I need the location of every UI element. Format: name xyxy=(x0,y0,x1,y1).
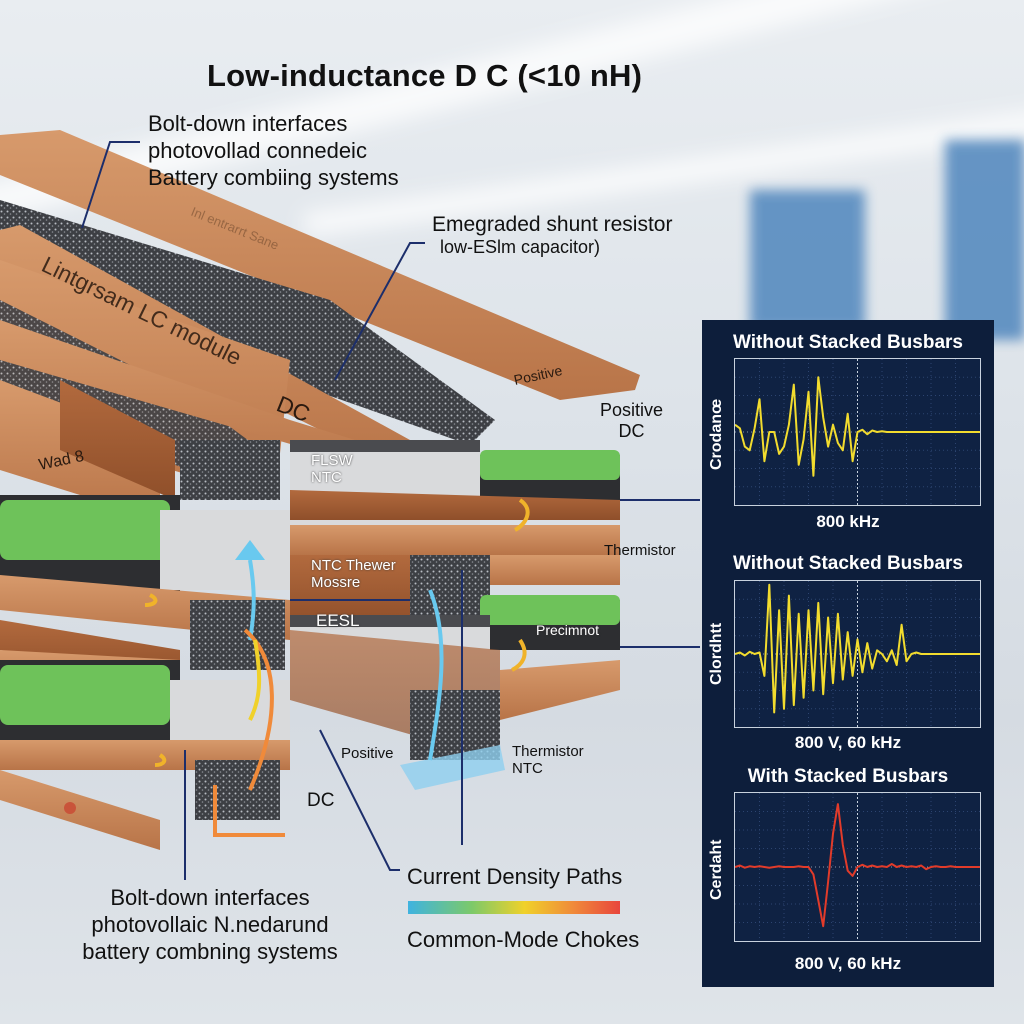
callout-bolt-down-top: Bolt-down interfaces photovollad connede… xyxy=(148,110,399,191)
callout-line: Thermistor xyxy=(512,743,584,760)
waveform-trace xyxy=(735,803,980,928)
callout-line: DC xyxy=(618,421,645,441)
callout-line: Emegraded shunt resistor xyxy=(432,213,673,236)
callout-dc-lower: DC xyxy=(307,790,335,811)
scope-plot xyxy=(735,793,980,941)
chart-title: Without Stacked Busbars xyxy=(733,553,963,574)
legend-gradient-bar xyxy=(408,901,620,914)
scope-1 xyxy=(734,358,981,506)
callout-line: Bolt-down interfaces xyxy=(148,111,348,136)
scope-plot xyxy=(735,359,980,505)
label-ntc-thewer: NTC Thewer Mossre xyxy=(311,557,396,591)
callout-line: Positive xyxy=(600,400,664,420)
oscilloscope-panel: Without Stacked Busbars Crodanœ 800 kHz … xyxy=(702,320,994,987)
label-line: NTC Thewer xyxy=(311,557,396,574)
chart-title: Without Stacked Busbars xyxy=(733,332,963,353)
chart-title: With Stacked Busbars xyxy=(747,766,949,787)
busbar-stack-illustration: Lintgrsam LC module DC Wad 8 Positive In… xyxy=(0,130,700,880)
callout-thermistor-ntc: Thermistor NTC xyxy=(512,743,584,777)
legend-current-density: Current Density Paths xyxy=(407,864,623,889)
callout-bolt-down-bottom: Bolt-down interfaces photovollaic N.neda… xyxy=(60,884,360,965)
label-line: NTC xyxy=(311,469,342,486)
scope-2 xyxy=(734,580,981,728)
chart-ylabel: Clordhtt xyxy=(708,622,725,685)
diagram-title: Low-inductance D C (<10 nH) xyxy=(207,58,643,93)
callout-line: Battery combiing systems xyxy=(148,165,399,190)
current-paths xyxy=(144,498,530,837)
label-flsw-ntc: FLSW NTC xyxy=(311,452,353,486)
label-line: Mossre xyxy=(311,574,361,591)
callout-line: Bolt-down interfaces xyxy=(110,885,310,910)
chart-xlabel: 800 V, 60 kHz xyxy=(794,733,902,752)
waveform-trace xyxy=(735,583,980,714)
scope-plot xyxy=(735,581,980,727)
callout-positive-dc: Positive DC xyxy=(600,400,663,442)
top-busbar-layer xyxy=(0,130,640,520)
callout-line: photovollaic N.nedarund xyxy=(91,912,329,937)
callout-line: battery combning systems xyxy=(82,939,338,964)
label-line: FLSW xyxy=(311,452,353,469)
callout-shunt-resistor: Emegraded shunt resistor low-ESlm capaci… xyxy=(432,213,672,258)
chart-xlabel: 800 kHz xyxy=(816,512,880,531)
chart-ylabel: Crodanœ xyxy=(708,398,725,470)
callout-line: photovollad connedeic xyxy=(148,138,367,163)
label-eesl: EESL xyxy=(316,611,360,630)
chart-ylabel: Cerdaht xyxy=(708,839,725,900)
middle-module-stack xyxy=(290,440,620,790)
waveform-trace xyxy=(735,376,980,477)
callout-line: NTC xyxy=(512,760,543,777)
scope-3 xyxy=(734,792,981,942)
callout-line: low-ESlm capacitor) xyxy=(440,237,601,257)
legend-common-mode: Common-Mode Chokes xyxy=(407,927,640,952)
label-precimnot: Precimnot xyxy=(536,622,600,638)
callout-positive-lower: Positive xyxy=(341,745,394,762)
callout-thermistor: Thermistor xyxy=(604,542,676,559)
leader-lines xyxy=(81,141,700,880)
chart-xlabel: 800 V, 60 kHz xyxy=(794,954,902,973)
